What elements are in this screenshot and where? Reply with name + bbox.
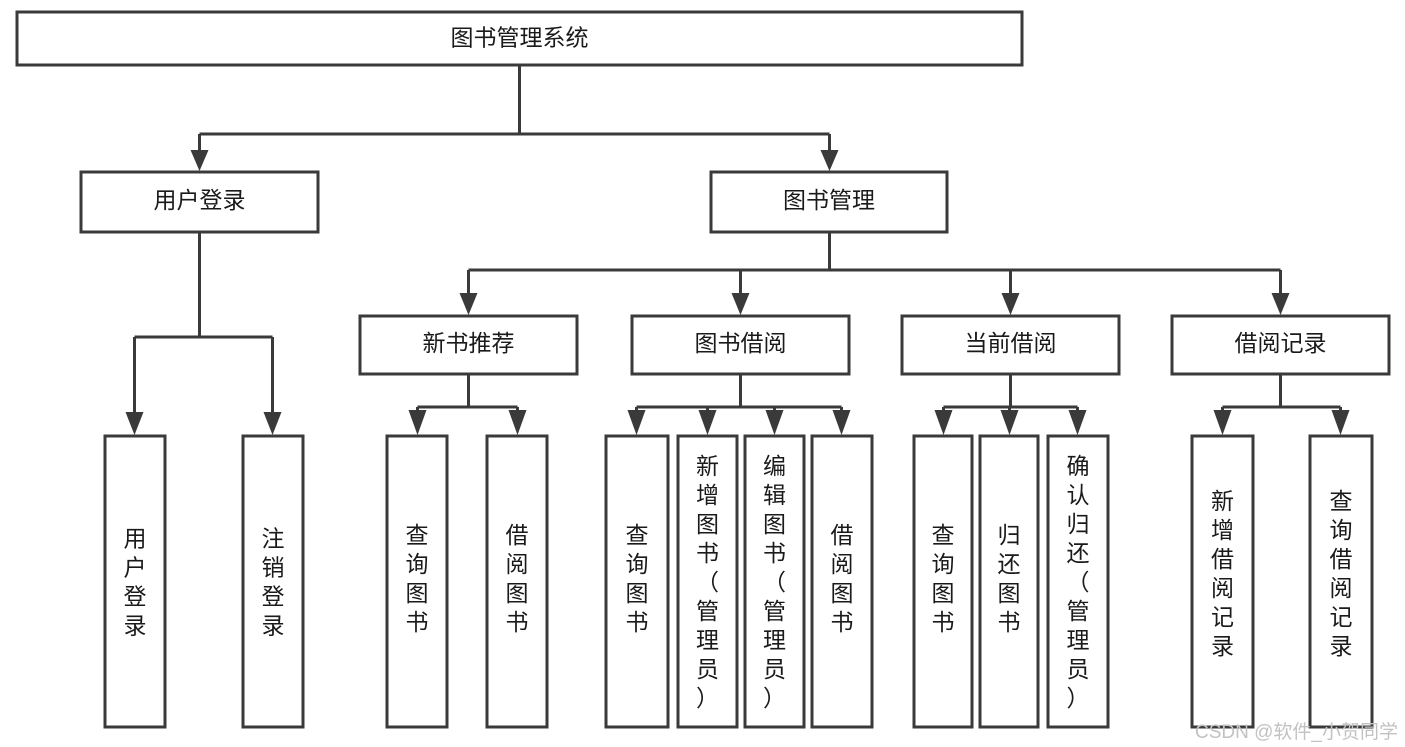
arrow-head-leaf-borrow-book-rec — [508, 410, 527, 435]
node-leaf-query-book-rec-label: 查询图书 — [406, 522, 429, 635]
node-leaf-return-book-box[interactable] — [978, 434, 1040, 729]
node-leaf-borrow-book-rec-label: 借阅图书 — [506, 522, 529, 635]
node-leaf-borrow-book-label: 借阅图书 — [831, 522, 854, 635]
node-current-borrow-label: 当前借阅 — [965, 330, 1057, 356]
arrow-head-leaf-return-book — [1000, 410, 1019, 435]
arrow-head-leaf-borrow-book — [832, 410, 851, 435]
arrow-head-user-login — [190, 150, 209, 171]
node-book-manage-box[interactable] — [709, 170, 949, 234]
arrow-head-new-book-rec — [459, 293, 478, 315]
edge-group-borrow-record — [1213, 374, 1350, 435]
node-leaf-user-logout-label: 注销登录 — [262, 526, 285, 639]
node-leaf-query-book-borrow[interactable]: 查询图书 — [604, 434, 670, 729]
node-leaf-query-book-cur-box[interactable] — [912, 434, 974, 729]
node-book-borrow-box[interactable] — [630, 314, 851, 376]
arrow-head-leaf-add-record — [1213, 410, 1232, 435]
node-borrow-record-label: 借阅记录 — [1235, 330, 1327, 356]
edge-group-book-manage — [459, 232, 1290, 315]
node-leaf-return-book[interactable]: 归还图书 — [978, 434, 1040, 729]
arrow-head-leaf-user-login — [125, 412, 144, 435]
arrow-head-current-borrow — [1001, 293, 1020, 315]
node-user-login-label: 用户登录 — [154, 187, 246, 213]
leaf-nodes-group: 用户登录 注销登录 查询图书 借阅图书 查询图书 新增图书（管理员） — [103, 434, 1374, 729]
node-current-borrow[interactable]: 当前借阅 — [900, 314, 1121, 376]
node-borrow-record[interactable]: 借阅记录 — [1170, 314, 1391, 376]
arrow-head-leaf-edit-book — [765, 410, 784, 435]
node-leaf-confirm-return-label: 确认归还（管理员） — [1067, 453, 1090, 711]
node-leaf-add-book[interactable]: 新增图书（管理员） — [676, 434, 739, 729]
node-leaf-borrow-book-rec-box[interactable] — [485, 434, 549, 729]
node-new-book-rec[interactable]: 新书推荐 — [358, 314, 579, 376]
arrow-head-leaf-query-book-borrow — [627, 410, 646, 435]
node-leaf-user-logout[interactable]: 注销登录 — [241, 434, 305, 729]
node-leaf-borrow-book-box[interactable] — [810, 434, 874, 729]
node-leaf-user-login[interactable]: 用户登录 — [103, 434, 167, 729]
node-leaf-edit-book-label: 编辑图书（管理员） — [763, 453, 786, 711]
node-leaf-query-book-borrow-label: 查询图书 — [626, 522, 649, 635]
arrow-head-leaf-query-book-rec — [408, 410, 427, 435]
node-root[interactable]: 图书管理系统 — [15, 10, 1024, 67]
node-current-borrow-box[interactable] — [900, 314, 1121, 376]
node-leaf-user-login-box[interactable] — [103, 434, 167, 729]
node-leaf-add-book-box[interactable] — [676, 434, 739, 729]
node-leaf-query-book-cur[interactable]: 查询图书 — [912, 434, 974, 729]
node-leaf-confirm-return[interactable]: 确认归还（管理员） — [1046, 434, 1110, 729]
node-user-login[interactable]: 用户登录 — [79, 170, 320, 234]
node-leaf-return-book-label: 归还图书 — [998, 522, 1021, 635]
edge-group-current-borrow — [934, 374, 1087, 435]
edge-group-book-borrow — [627, 374, 851, 435]
edge-group-new-book-rec — [408, 374, 527, 435]
node-leaf-user-logout-box[interactable] — [241, 434, 305, 729]
node-book-manage-label: 图书管理 — [783, 187, 875, 213]
node-leaf-borrow-book-rec[interactable]: 借阅图书 — [485, 434, 549, 729]
node-book-borrow[interactable]: 图书借阅 — [630, 314, 851, 376]
node-leaf-query-record-label: 查询借阅记录 — [1330, 488, 1353, 659]
node-leaf-query-book-cur-label: 查询图书 — [932, 522, 955, 635]
arrow-head-book-borrow — [731, 293, 750, 315]
edge-group-root — [190, 65, 839, 171]
node-new-book-rec-label: 新书推荐 — [423, 330, 515, 356]
node-leaf-query-record-box[interactable] — [1308, 434, 1374, 729]
node-leaf-edit-book-box[interactable] — [743, 434, 806, 729]
arrow-head-leaf-user-logout — [263, 412, 282, 435]
arrow-head-borrow-record — [1271, 293, 1290, 315]
node-leaf-query-record[interactable]: 查询借阅记录 — [1308, 434, 1374, 729]
node-leaf-add-record-box[interactable] — [1190, 434, 1255, 729]
node-leaf-query-book-rec[interactable]: 查询图书 — [385, 434, 449, 729]
node-book-manage[interactable]: 图书管理 — [709, 170, 949, 234]
node-leaf-add-record-label: 新增借阅记录 — [1211, 488, 1234, 659]
node-leaf-add-record[interactable]: 新增借阅记录 — [1190, 434, 1255, 729]
node-leaf-confirm-return-box[interactable] — [1046, 434, 1110, 729]
csdn-watermark: CSDN @软件_小贺同学 — [1195, 721, 1398, 743]
arrow-head-leaf-confirm-return — [1068, 410, 1087, 435]
node-new-book-rec-box[interactable] — [358, 314, 579, 376]
arrow-head-book-manage — [820, 150, 839, 171]
edge-group-user-login — [125, 232, 282, 435]
node-leaf-user-login-label: 用户登录 — [124, 526, 147, 639]
node-user-login-box[interactable] — [79, 170, 320, 234]
arrow-head-leaf-add-book — [698, 410, 717, 435]
node-leaf-query-book-rec-box[interactable] — [385, 434, 449, 729]
node-borrow-record-box[interactable] — [1170, 314, 1391, 376]
node-leaf-query-book-borrow-box[interactable] — [604, 434, 670, 729]
node-leaf-add-book-label: 新增图书（管理员） — [696, 453, 719, 711]
node-leaf-borrow-book[interactable]: 借阅图书 — [810, 434, 874, 729]
arrow-head-leaf-query-book-cur — [934, 410, 953, 435]
node-root-box[interactable] — [15, 10, 1024, 67]
node-book-borrow-label: 图书借阅 — [695, 330, 787, 356]
node-root-label: 图书管理系统 — [451, 25, 589, 51]
arrow-head-leaf-query-record — [1331, 410, 1350, 435]
node-leaf-edit-book[interactable]: 编辑图书（管理员） — [743, 434, 806, 729]
